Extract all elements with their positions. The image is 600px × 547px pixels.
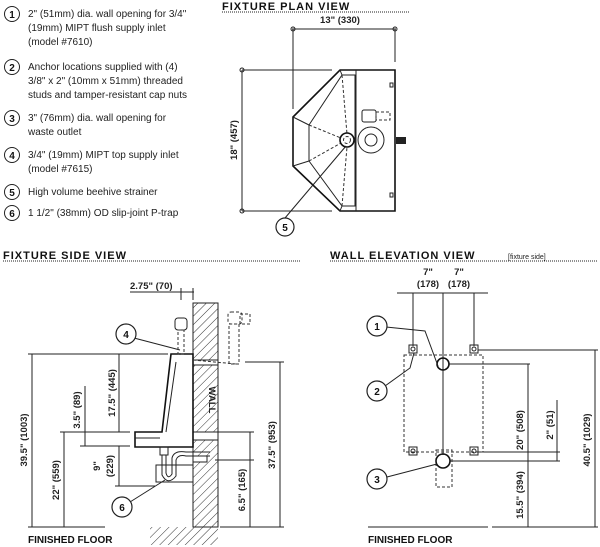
elevation-view-title: WALL ELEVATION VIEW <box>330 250 476 262</box>
callout-circle <box>4 110 20 126</box>
legend-text: High volume beehive strainer <box>28 187 158 198</box>
callout-number: 5 <box>9 188 15 199</box>
plan-view-title: FIXTURE PLAN VIEW <box>222 1 350 13</box>
depth-dimension: 18" (457) <box>229 120 240 160</box>
lip-dimension: 3.5" (89) <box>72 391 83 428</box>
supply-valve <box>361 109 377 123</box>
wall <box>192 302 219 528</box>
callout-number-3: 3 <box>374 475 380 486</box>
offset-dimension: 2.75" (70) <box>130 281 173 292</box>
legend-text: (model #7610) <box>28 37 92 48</box>
legend-text: (19mm) MIPT flush supply inlet <box>28 23 166 34</box>
fixture-footprint <box>403 354 484 453</box>
callout-number: 1 <box>9 10 15 21</box>
supply-height-dimension: 37.5" (953) <box>267 421 278 469</box>
legend-item-4: 4 3/4" (19mm) MIPT top supply inlet (mod… <box>4 147 179 175</box>
callout-circle <box>4 205 20 221</box>
outlet-height-dimension: 15.5" (394) <box>515 471 526 519</box>
callout-number-1: 1 <box>374 322 380 333</box>
finished-floor-label: FINISHED FLOOR <box>28 535 113 546</box>
waste-opening <box>435 453 451 469</box>
total-height-dimension: 39.5" (1003) <box>19 413 30 466</box>
callout-number: 3 <box>9 114 15 125</box>
inlet-height-dimension: 20" (508) <box>515 410 526 450</box>
legend-text: Anchor locations supplied with (4) <box>28 62 178 73</box>
legend-text: studs and tamper-resistant cap nuts <box>28 90 187 101</box>
trap-dimension-in: 9" <box>92 461 103 471</box>
trap-dimension-mm: (229) <box>105 455 116 477</box>
callout-circle <box>4 184 20 200</box>
flush-valve <box>174 317 188 331</box>
callout-circle <box>4 59 20 75</box>
legend-text: (model #7615) <box>28 164 92 175</box>
callout-number-4: 4 <box>123 330 129 341</box>
callout-number: 6 <box>9 209 15 220</box>
rim-height-dimension: 22" (559) <box>51 460 62 500</box>
right-spacing-in: 7" <box>454 267 464 278</box>
fixture-body <box>134 353 194 448</box>
finished-floor-label: FINISHED FLOOR <box>368 535 453 546</box>
waste-height-dimension: 6.5" (165) <box>237 469 248 512</box>
wall-label: WALL <box>206 387 217 414</box>
supply-knob <box>396 137 406 144</box>
legend-text: 3/8" x 2" (10mm x 51mm) threaded <box>28 76 183 87</box>
callout-number-5: 5 <box>282 223 288 234</box>
callout-number: 2 <box>9 63 15 74</box>
legend-item-5: 5 High volume beehive strainer <box>4 184 158 200</box>
legend-item-3: 3 3" (76mm) dia. wall opening for waste … <box>4 110 167 138</box>
wall-elevation-view: WALL ELEVATION VIEW [fixture side] 7" (1… <box>330 250 598 546</box>
legend-item-6: 6 1 1/2" (38mm) OD slip-joint P-trap <box>4 205 179 221</box>
callout-number-2: 2 <box>374 387 380 398</box>
callout-number: 4 <box>9 151 15 162</box>
legend-text: waste outlet <box>27 127 82 138</box>
callout-circle <box>4 147 20 163</box>
side-view-title: FIXTURE SIDE VIEW <box>3 250 127 262</box>
gap-dimension: 2" (51) <box>545 410 556 439</box>
left-spacing-in: 7" <box>423 267 433 278</box>
waste-outlet <box>357 126 385 154</box>
width-dimension: 13" (330) <box>320 15 360 26</box>
legend-text: 3" (76mm) dia. wall opening for <box>28 113 167 124</box>
beehive-strainer <box>339 132 355 148</box>
right-spacing-mm: (178) <box>448 279 470 290</box>
callout-number-6: 6 <box>119 503 125 514</box>
fixture-plan-view: FIXTURE PLAN VIEW 13" (330) 18" (457) <box>222 1 410 237</box>
callout-circle <box>4 6 20 22</box>
elevation-view-subtitle: [fixture side] <box>508 254 546 261</box>
legend-text: 2" (51mm) dia. wall opening for 3/4" <box>28 9 187 20</box>
legend-text: 1 1/2" (38mm) OD slip-joint P-trap <box>28 208 179 219</box>
left-spacing-mm: (178) <box>417 279 439 290</box>
body-dimension: 17.5" (445) <box>107 369 118 417</box>
fixture-side-view: FIXTURE SIDE VIEW WALL <box>3 250 300 546</box>
total-height-dimension: 40.5" (1029) <box>582 413 593 466</box>
legend-item-1: 1 2" (51mm) dia. wall opening for 3/4" (… <box>4 6 187 48</box>
legend: 1 2" (51mm) dia. wall opening for 3/4" (… <box>4 6 187 221</box>
anchor-locations <box>408 344 479 456</box>
legend-item-2: 2 Anchor locations supplied with (4) 3/8… <box>4 59 187 101</box>
legend-text: 3/4" (19mm) MIPT top supply inlet <box>28 150 179 161</box>
